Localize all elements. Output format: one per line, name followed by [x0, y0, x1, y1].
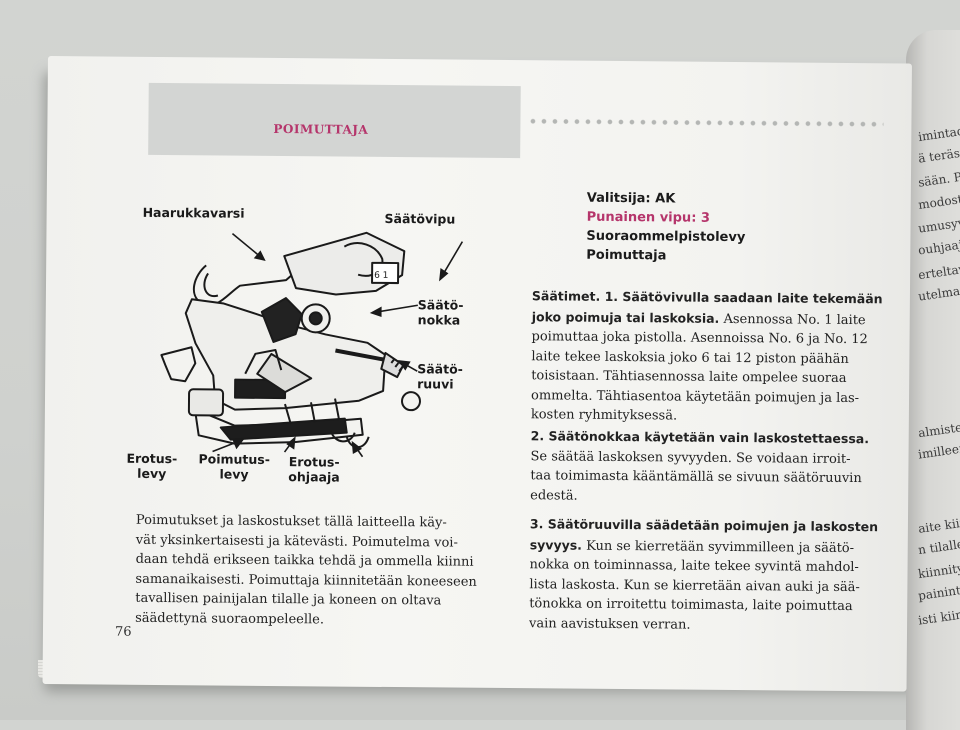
intro-line: tavallisen painijalan tilalle ja koneen … — [135, 590, 442, 609]
section-1-line: kosten ryhmityksessä. — [530, 407, 678, 424]
section-1: Säätimet. 1. Säätövivulla saadaan laite … — [531, 286, 892, 428]
section-2-line: taa toimimasta kääntämällä se sivuun sää… — [530, 468, 862, 487]
label-poimutuslevy-line2: levy — [219, 466, 249, 482]
svg-text:6 1: 6 1 — [374, 271, 388, 281]
next-page-fragment: kiinnity — [917, 560, 960, 582]
section-1-heading: Säätimet. 1. Säätövivulla saadaan laite … — [531, 288, 883, 307]
section-1-line: toisistaan. Tähtiasennossa laite ompelee… — [531, 368, 847, 386]
next-page-fragment: umusyvy — [917, 214, 960, 236]
intro-line: Poimutukset ja laskostukset tällä laitte… — [135, 512, 447, 531]
label-erotuslevy-line2: levy — [137, 465, 167, 482]
ruffler-diagram: 6 1 — [160, 231, 464, 458]
next-page-fragment: aite kiinn — [917, 514, 960, 536]
settings-block: Valitsija: AK Punainen vipu: 3 Suoraomme… — [586, 189, 746, 266]
section-3: 3. Säätöruuvilla säädetään poimujen ja l… — [529, 514, 890, 636]
next-page-fragment: imilleen. — [917, 440, 960, 462]
intro-line: daan tehdä erikseen taikka tehdä ja omme… — [135, 551, 474, 570]
section-1-line: poimuttaa joka pistolla. Asennoissa No. … — [531, 329, 868, 348]
next-page-fragment: erteltavan — [917, 259, 960, 283]
section-3-line: vain aavistuksen verran. — [529, 615, 691, 633]
next-page-fragment: imintaosa — [917, 121, 960, 145]
section-2-line: edestä. — [530, 487, 578, 504]
setting-selector: Valitsija: AK — [586, 190, 676, 207]
setting-plate: Suoraommelpistolevy — [586, 228, 746, 246]
label-erotusohjaaja-line2: ohjaaja — [288, 469, 340, 485]
section-3-text: Kun se kierretään syvimmilleen ja säätö- — [581, 538, 855, 556]
next-page-fragment: ouhjaaja — [917, 236, 960, 258]
next-page-fragment: ä terästä — [917, 144, 960, 166]
adjusting-screw — [335, 348, 392, 363]
section-2: 2. Säätönokkaa käytetään vain laskostett… — [530, 426, 891, 508]
section-1-text: Asennossa No. 1 laite — [719, 311, 866, 328]
setting-foot: Poimuttaja — [586, 247, 667, 264]
next-page-fragment: modostaa — [917, 189, 960, 213]
title-bar — [148, 82, 521, 159]
section-3-heading: 3. Säätöruuvilla säädetään poimujen ja l… — [529, 516, 879, 535]
page-number: 76 — [114, 624, 132, 640]
next-page-fragment: sään. Poi — [917, 168, 960, 190]
intro-paragraph: Poimutukset ja laskostukset tällä laitte… — [135, 511, 488, 631]
setting-red-lever: Punainen vipu: 3 — [586, 209, 711, 226]
ruffling-blade — [219, 417, 348, 441]
section-3-line: tönokka on irroitettu toimimasta, laite … — [529, 596, 853, 615]
section-3-line: nokka on toiminnassa, laite tekee syvint… — [529, 557, 859, 576]
next-page-fragment: isti kiinn — [917, 606, 960, 628]
next-page-fragment: utelma k — [917, 282, 960, 304]
next-page-fragment: almistelev — [917, 417, 960, 441]
section-2-heading: 2. Säätönokkaa käytetään vain laskostett… — [530, 428, 870, 447]
book-page: POIMUTTAJA Haarukkavarsi Säätövipu Säätö… — [42, 56, 912, 692]
section-1-heading-cont: joko poimuja tai laskoksia. — [531, 308, 720, 326]
next-page-fragment: n tilalle — [917, 536, 960, 558]
section-3-heading-cont: syvyys. — [529, 536, 583, 553]
adjusting-cam — [260, 297, 303, 343]
intro-line: säädettynä suoraompeleelle. — [135, 610, 325, 627]
page-title: POIMUTTAJA — [273, 121, 369, 137]
dotted-rule — [527, 118, 884, 128]
next-page-fragment: painint — [917, 583, 960, 603]
